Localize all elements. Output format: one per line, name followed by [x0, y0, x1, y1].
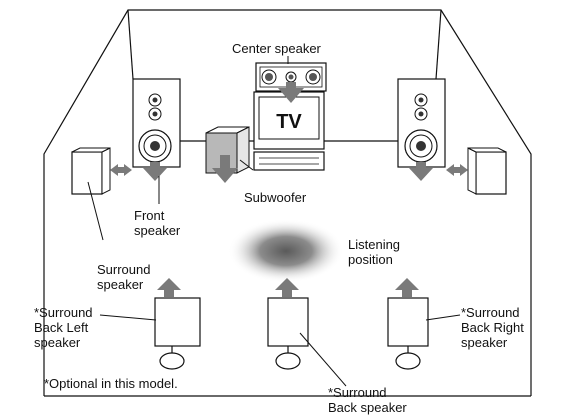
front-speaker-label-line-2: speaker	[134, 223, 181, 238]
surround-right-speaker	[467, 147, 507, 195]
surround-back-right-label: *Surround Back Right speaker	[461, 305, 524, 350]
direction-arrows	[110, 82, 468, 297]
surround-back-label: *Surround Back speaker	[328, 385, 407, 415]
surround-left-speaker	[71, 147, 111, 195]
surround-back-right-label-line-3: speaker	[461, 335, 508, 350]
front-right-arrow	[409, 162, 433, 181]
optional-footnote: *Optional in this model.	[44, 376, 178, 391]
tv-set	[253, 91, 325, 171]
front-left-speaker	[132, 78, 181, 168]
surround-back-label-line-1: *Surround	[328, 385, 387, 400]
surround-back-left-label-line-3: speaker	[34, 335, 81, 350]
listening-position-label: Listening position	[348, 237, 400, 267]
subwoofer-label: Subwoofer	[244, 190, 307, 205]
surround-back-right-label-line-1: *Surround	[461, 305, 520, 320]
center-speaker-label: Center speaker	[232, 41, 321, 56]
surround-back-right-speaker	[387, 297, 429, 370]
surround-back-left-label-line-1: *Surround	[34, 305, 93, 320]
surround-back-left-label-line-2: Back Left	[34, 320, 89, 335]
front-speaker-label-line-1: Front	[134, 208, 165, 223]
surround-back-left-speaker	[154, 297, 201, 370]
back-arrow	[275, 278, 299, 297]
surround-back-label-line-2: Back speaker	[328, 400, 407, 415]
surround-left-arrow	[110, 164, 132, 176]
back-right-arrow	[395, 278, 419, 297]
listening-position-spot	[228, 219, 344, 283]
listening-position-label-line-1: Listening	[348, 237, 401, 252]
surround-back-speaker	[267, 297, 309, 370]
surround-speaker-label-line-1: Surround	[97, 262, 151, 277]
surround-back-left-label: *Surround Back Left speaker	[34, 305, 93, 350]
leader-lines	[87, 56, 461, 387]
surround-back-right-label-line-2: Back Right	[461, 320, 524, 335]
listening-position-label-line-2: position	[348, 252, 393, 267]
front-speaker-label: Front speaker	[134, 208, 180, 238]
back-left-arrow	[157, 278, 181, 297]
subwoofer-arrow	[212, 155, 238, 183]
surround-speaker-label: Surround speaker	[97, 262, 150, 292]
center-arrow	[278, 82, 304, 103]
front-left-arrow	[143, 162, 167, 181]
surround-right-arrow	[446, 164, 468, 176]
subwoofer	[205, 126, 250, 174]
room-outline	[43, 9, 532, 397]
surround-speaker-label-line-2: speaker	[97, 277, 144, 292]
tv-label: TV	[276, 111, 302, 133]
front-right-speaker	[397, 78, 446, 168]
